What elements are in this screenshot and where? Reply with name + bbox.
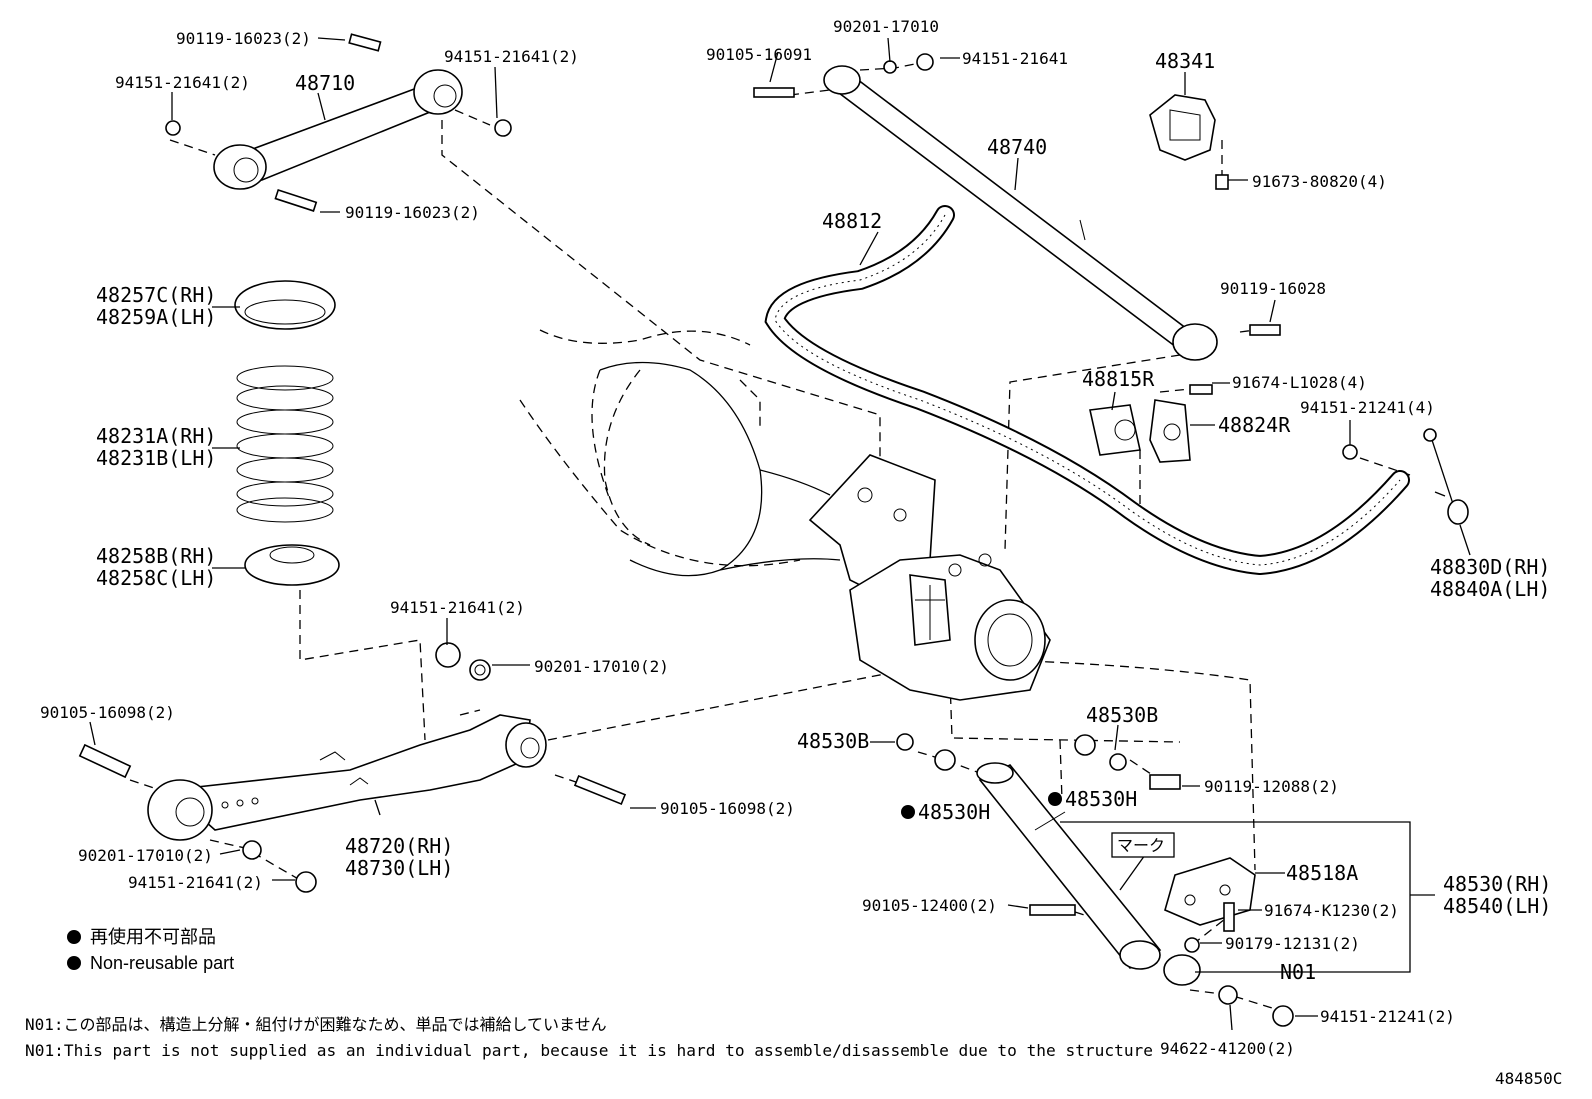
leader-lines [89,37,1471,1031]
upper-arm-48710 [165,33,512,212]
diagram-code: 484850C [1495,1069,1562,1088]
label-48830D: 48830D(RH) [1430,555,1550,579]
label-48812: 48812 [822,209,882,233]
label-48840A: 48840A(LH) [1430,577,1550,601]
label-48257C: 48257C(RH) [96,283,216,307]
mark-label-box [1111,832,1175,858]
stabilizer-link-48830D [1423,428,1469,525]
label-48530H-right: 48530H [1065,787,1137,811]
label-90201-17010-mid: 90201-17010(2) [534,657,669,676]
label-94151-21641: 94151-21641 [962,49,1068,68]
non-reusable-dot [901,805,915,819]
label-48540: 48540(LH) [1443,894,1551,918]
label-48530H-left: 48530H [918,800,990,824]
notes: N01:この部品は、構造上分解・組付けが困難なため、単品では補給していません N… [25,1015,1562,1088]
label-91673-80820: 91673-80820(4) [1252,172,1387,191]
label-94151-21641-upper-left: 94151-21641(2) [115,73,250,92]
label-91674-K1230: 91674-K1230(2) [1264,901,1399,920]
label-90105-12400: 90105-12400(2) [862,896,997,915]
bracket-48341 [1149,94,1229,190]
label-48824R: 48824R [1218,413,1291,437]
part-labels: 90119-16023(2) 94151-21641(2) 94151-2164… [40,17,1551,1058]
label-90201-17010-bottom: 90201-17010(2) [78,846,213,865]
rear-knuckle-hub [808,454,1051,701]
label-90105-16098-right: 90105-16098(2) [660,799,795,818]
label-48720: 48720(RH) [345,834,453,858]
label-90119-16023-bottom: 90119-16023(2) [345,203,480,222]
note-en: N01:This part is not supplied as an indi… [25,1041,1153,1060]
label-48518A: 48518A [1286,861,1358,885]
label-48530B-right: 48530B [1086,703,1158,727]
label-48730: 48730(LH) [345,856,453,880]
label-48710: 48710 [295,71,355,95]
stabilizer-bar-48812 [764,205,1410,576]
coil-spring-assembly [234,280,340,586]
stabilizer-bushing-bracket [1089,384,1358,463]
label-48231A: 48231A(RH) [96,424,216,448]
label-90105-16098-left: 90105-16098(2) [40,703,175,722]
label-94151-21641-mid: 94151-21641(2) [390,598,525,617]
axle-housing-outline [599,361,841,577]
label-48231B: 48231B(LH) [96,446,216,470]
label-94622-41200: 94622-41200(2) [1160,1039,1295,1058]
lower-arm-48720 [78,642,627,893]
label-94151-21241-4: 94151-21241(4) [1300,398,1435,417]
legend-dot-en [67,956,81,970]
label-94151-21641-bottom: 94151-21641(2) [128,873,263,892]
label-90105-16091: 90105-16091 [706,45,812,64]
label-48258C: 48258C(LH) [96,566,216,590]
label-94151-21241-2: 94151-21241(2) [1320,1007,1455,1026]
label-90201-17010: 90201-17010 [833,17,939,36]
label-mark: マーク [1117,836,1165,855]
note-jp: N01:この部品は、構造上分解・組付けが困難なため、単品では補給していません [25,1015,607,1034]
legend: 再使用不可部品 Non-reusable part [67,927,234,973]
label-90179-12131: 90179-12131(2) [1225,934,1360,953]
label-90119-16023-top: 90119-16023(2) [176,29,311,48]
label-48341: 48341 [1155,49,1215,73]
label-48815R: 48815R [1082,367,1155,391]
lateral-rod-48740 [753,53,1281,361]
label-94151-21641-upper-right: 94151-21641(2) [444,47,579,66]
label-48530: 48530(RH) [1443,872,1551,896]
label-N01: N01 [1280,960,1316,984]
non-reusable-dot [1048,792,1062,806]
group-brackets [1060,821,1435,973]
label-48530B-left: 48530B [797,729,869,753]
label-90119-12088: 90119-12088(2) [1204,777,1339,796]
label-48740: 48740 [987,135,1047,159]
label-91674-L1028: 91674-L1028(4) [1232,373,1367,392]
legend-jp: 再使用不可部品 [90,927,216,947]
legend-dot-jp [67,930,81,944]
label-48258B: 48258B(RH) [96,544,216,568]
label-90119-16028: 90119-16028 [1220,279,1326,298]
legend-en: Non-reusable part [90,953,234,973]
shock-absorber-48530 [896,733,1294,1027]
label-48259A: 48259A(LH) [96,305,216,329]
